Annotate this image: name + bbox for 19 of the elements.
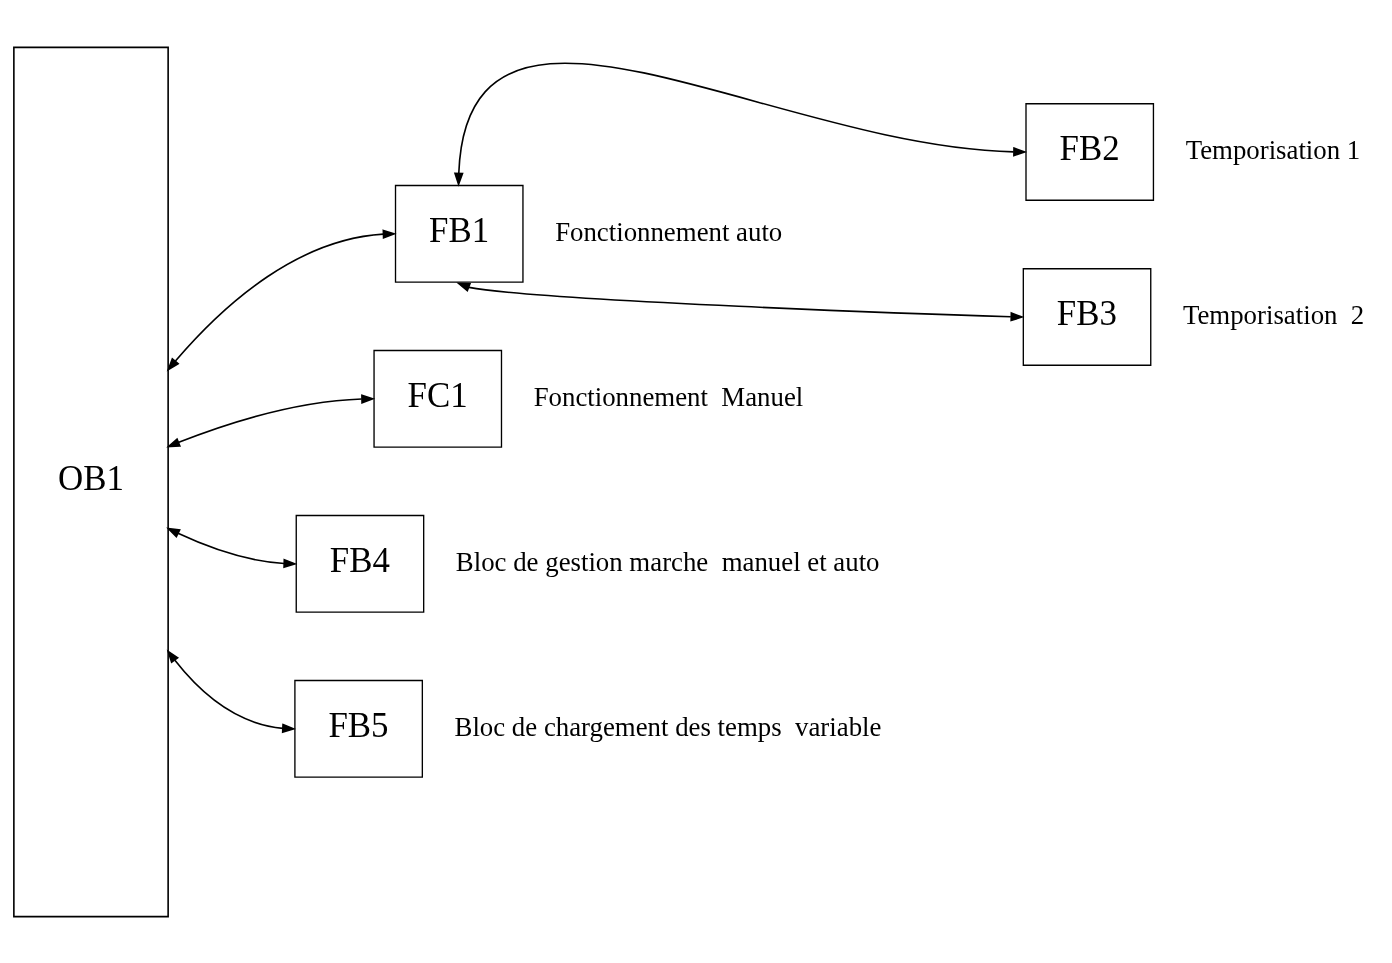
node-label: Fonctionnement auto xyxy=(555,216,783,247)
node-box: FB5 xyxy=(294,679,423,778)
node-label: Fonctionnement Manuel xyxy=(533,381,804,412)
node-box: FB2 xyxy=(1025,102,1155,201)
arrow xyxy=(166,527,298,568)
node-label: Bloc de gestion marche manuel et auto xyxy=(455,546,880,577)
node-label: Bloc de chargement des temps variable xyxy=(454,711,882,742)
arrow xyxy=(166,393,376,447)
node-box: FB1 xyxy=(394,184,524,283)
arrow xyxy=(166,648,296,733)
arrow xyxy=(453,62,1028,187)
node-box: OB1 xyxy=(13,46,169,917)
node-label: Temporisation 1 xyxy=(1185,134,1361,165)
node-box: FB4 xyxy=(295,514,425,613)
node-label: Temporisation 2 xyxy=(1182,299,1365,330)
arrow xyxy=(456,282,1025,322)
node-box: FC1 xyxy=(373,349,503,448)
arrow xyxy=(166,228,397,371)
node-box: FB3 xyxy=(1022,267,1152,366)
